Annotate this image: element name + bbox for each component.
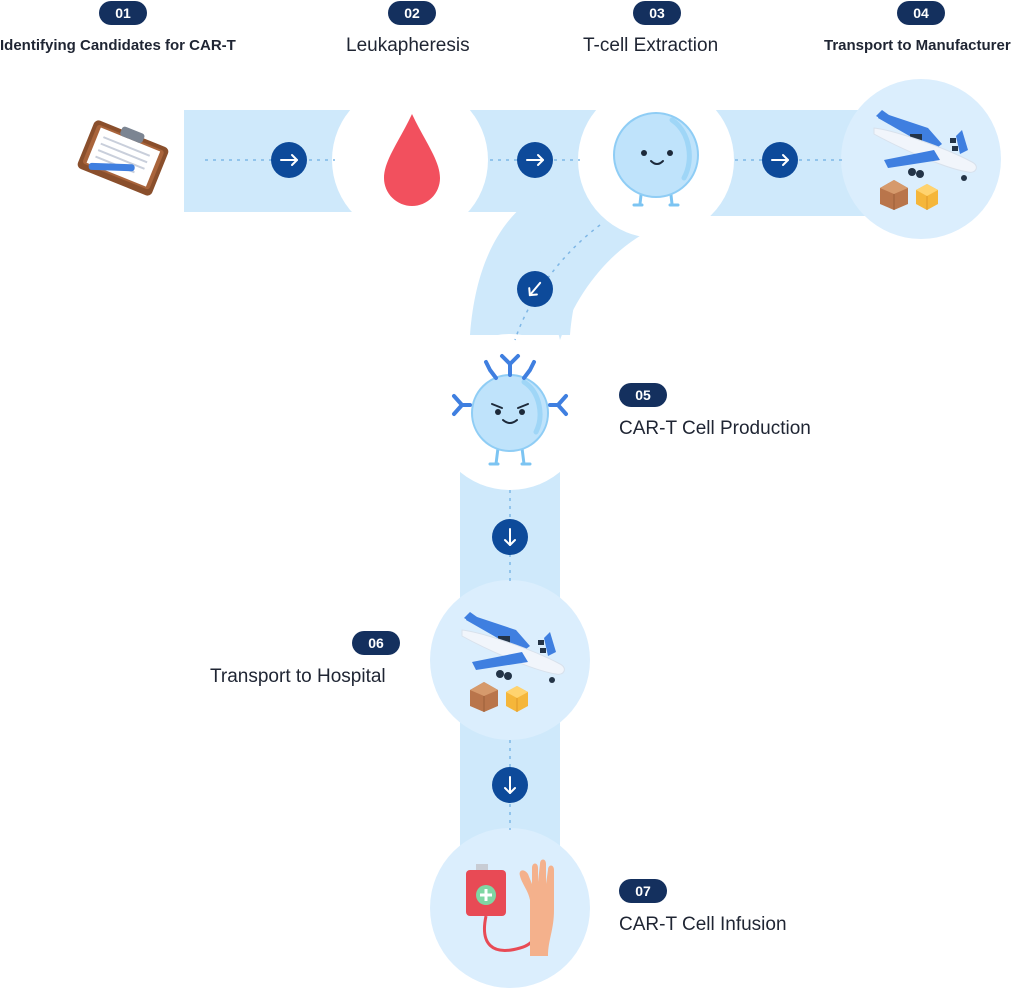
arrow-right-icon [271,142,307,178]
node-circles [332,79,1001,988]
arrow-right-icon [762,142,798,178]
step-02-badge: 02 [388,1,436,25]
step-02-label: Leukapheresis [346,35,470,56]
t-cell-icon [613,112,699,207]
step-05-badge: 05 [619,383,667,407]
iv-infusion-icon [466,859,554,956]
arrow-down-icon [492,519,528,555]
step-06-badge: 06 [352,631,400,655]
step-03-badge: 03 [633,1,681,25]
step-04-label: Transport to Manufacturer [824,37,1011,54]
arrow-down-left-icon [517,271,553,307]
arrow-right-icon [517,142,553,178]
dotted-connectors [205,159,845,830]
step-01-badge: 01 [99,1,147,25]
step-06-label: Transport to Hospital [210,666,386,687]
step-03-label: T-cell Extraction [583,35,719,56]
car-t-cell-icon [452,354,568,466]
step-05-label: CAR-T Cell Production [619,418,811,439]
step-01-label: Identifying Candidates for CAR-T [0,37,236,54]
flow-path [184,110,924,920]
clipboard-icon [77,120,169,196]
step-04-badge: 04 [897,1,945,25]
arrow-down-icon [492,767,528,803]
step-07-badge: 07 [619,879,667,903]
blood-drop-icon [384,114,440,206]
step-07-label: CAR-T Cell Infusion [619,914,787,935]
